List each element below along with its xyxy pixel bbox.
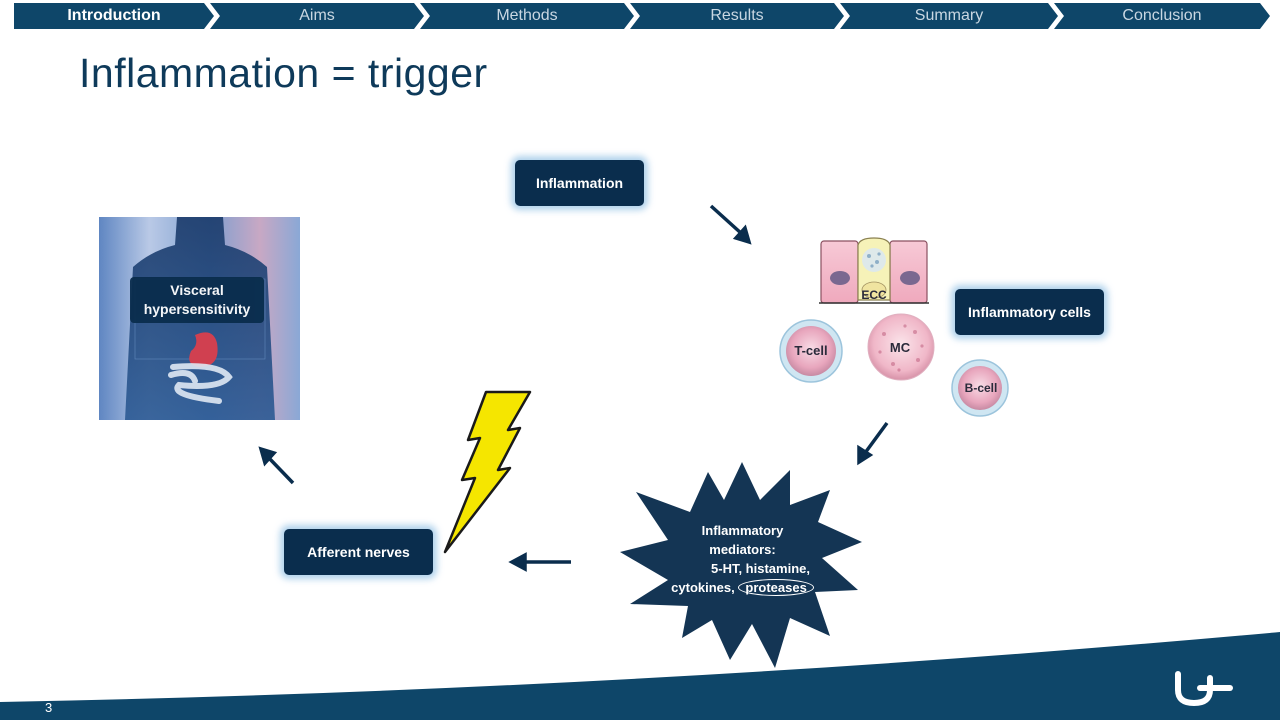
inflammatory-cells-label: Inflammatory cells: [968, 304, 1091, 320]
inflammatory-cells-box: Inflammatory cells: [955, 289, 1104, 335]
mediators-proteases-circled: proteases: [738, 579, 814, 596]
b-cell-label: B-cell: [965, 381, 998, 395]
visceral-hypersensitivity-box: Visceral hypersensitivity: [130, 277, 264, 323]
arrow-cells-to-mediators: [863, 421, 889, 455]
mediators-line4: cytokines, proteases: [660, 578, 825, 597]
arrow-inflammation-to-cells: [709, 204, 744, 236]
t-cell: T-cell: [779, 319, 843, 383]
top-navigation: Introduction Aims Methods Results Summar…: [14, 3, 1270, 29]
arrow-head: [258, 446, 278, 467]
mediators-starburst: [620, 462, 862, 668]
nav-tab-summary[interactable]: Summary: [840, 3, 1058, 29]
nav-tab-methods[interactable]: Methods: [420, 3, 634, 29]
mediators-line3: 5-HT, histamine,: [711, 561, 810, 576]
arrow-head: [732, 224, 752, 245]
arrow-head: [508, 552, 527, 572]
afferent-nerves-box: Afferent nerves: [284, 529, 433, 575]
lightning-bolt-icon: [443, 390, 532, 554]
footer-swoosh: [0, 632, 1280, 720]
mediators-text: Inflammatory mediators: 5-HT, histamine,…: [660, 521, 825, 597]
mediators-cytokines: cytokines,: [671, 580, 735, 595]
cycle-arrows: [258, 204, 889, 572]
b-cell: B-cell: [951, 359, 1009, 417]
inflammation-box: Inflammation: [515, 160, 644, 206]
mediators-line2: mediators:: [709, 542, 776, 557]
mc-label: MC: [890, 340, 911, 355]
ecc-label: ECC: [861, 288, 887, 302]
afferent-nerves-label: Afferent nerves: [307, 544, 410, 560]
nav-tab-introduction[interactable]: Introduction: [14, 3, 214, 29]
slide-title: Inflammation = trigger: [79, 50, 488, 96]
arrow-head: [857, 444, 874, 466]
mediators-line1: Inflammatory: [701, 523, 784, 538]
epithelium-group: ECC: [819, 237, 929, 304]
visceral-label-line2: hypersensitivity: [143, 301, 251, 317]
arrow-nerves-to-visceral: [266, 455, 295, 485]
nav-tab-conclusion[interactable]: Conclusion: [1054, 3, 1270, 29]
page-number: 3: [45, 700, 53, 715]
visceral-label-line1: Visceral: [170, 282, 224, 298]
inflammation-label: Inflammation: [535, 175, 624, 191]
nav-tab-results[interactable]: Results: [630, 3, 844, 29]
mast-cell: MC: [867, 313, 935, 381]
university-logo: [1175, 671, 1233, 707]
nav-tab-aims[interactable]: Aims: [210, 3, 424, 29]
t-cell-label: T-cell: [794, 343, 827, 358]
